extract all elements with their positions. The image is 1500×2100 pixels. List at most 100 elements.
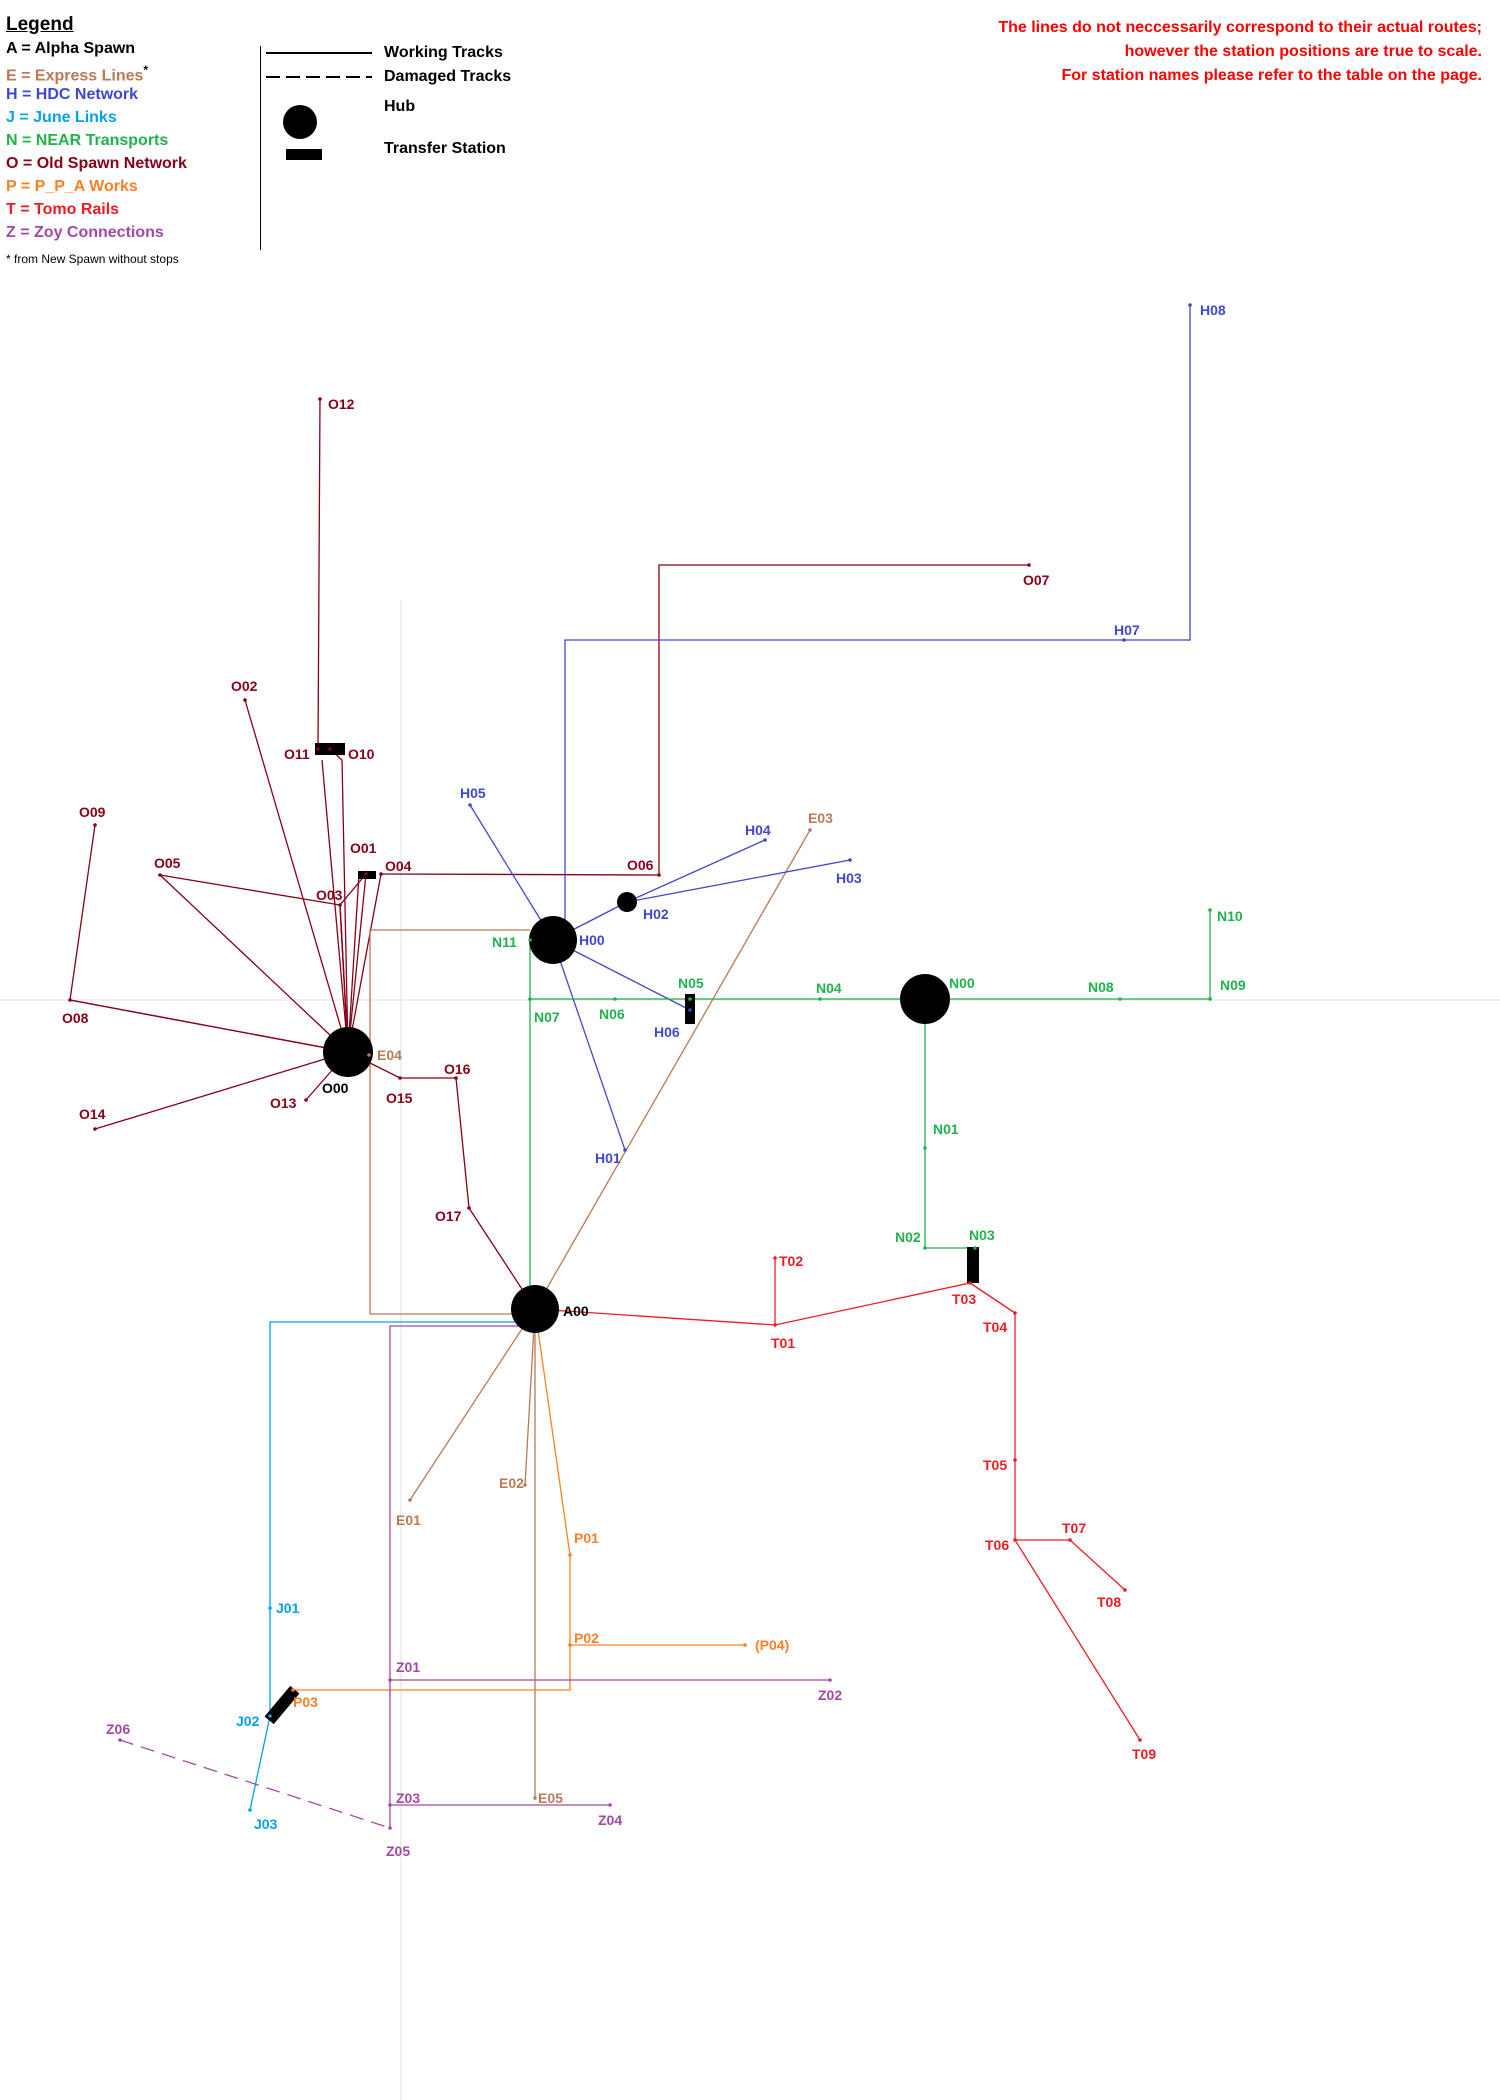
station-label-z05[interactable]: Z05: [386, 1843, 410, 1859]
station-label-t06[interactable]: T06: [985, 1537, 1009, 1553]
station-label-h00[interactable]: H00: [579, 932, 605, 948]
station-dot-t09[interactable]: [1138, 1738, 1142, 1742]
station-label-t02[interactable]: T02: [779, 1253, 803, 1269]
station-dot-h03[interactable]: [848, 858, 852, 862]
station-label-o02[interactable]: O02: [231, 678, 258, 694]
station-dot-o07[interactable]: [1027, 563, 1031, 567]
station-dot-e05[interactable]: [533, 1796, 537, 1800]
hub-a00[interactable]: [511, 1285, 559, 1333]
station-label-n06[interactable]: N06: [599, 1006, 625, 1022]
station-label-j02[interactable]: J02: [236, 1713, 260, 1729]
station-dot-z01[interactable]: [388, 1678, 392, 1682]
transfer-station-j02-p03[interactable]: [264, 1685, 300, 1725]
station-label-n09[interactable]: N09: [1220, 977, 1246, 993]
station-dot-t01[interactable]: [773, 1323, 777, 1327]
station-dot-j01[interactable]: [268, 1606, 272, 1610]
station-dot-p04[interactable]: [743, 1643, 747, 1647]
station-label-n08[interactable]: N08: [1088, 979, 1114, 995]
station-dot-t02[interactable]: [773, 1256, 777, 1260]
station-label-z06[interactable]: Z06: [106, 1721, 130, 1737]
station-label-t03[interactable]: T03: [952, 1291, 976, 1307]
station-label-h07[interactable]: H07: [1114, 622, 1140, 638]
station-dot-h05[interactable]: [468, 803, 472, 807]
station-label-o00[interactable]: O00: [322, 1080, 349, 1096]
station-dot-e02[interactable]: [523, 1483, 527, 1487]
station-dot-n11[interactable]: [528, 938, 532, 942]
station-label-e04[interactable]: E04: [377, 1047, 402, 1063]
station-dot-o09[interactable]: [93, 823, 97, 827]
station-label-p04[interactable]: (P04): [755, 1637, 789, 1653]
station-dot-n03[interactable]: [973, 1246, 977, 1250]
station-dot-n05[interactable]: [688, 997, 692, 1001]
station-dot-n08[interactable]: [1118, 997, 1122, 1001]
station-label-j03[interactable]: J03: [254, 1816, 278, 1832]
station-dot-t04[interactable]: [1013, 1311, 1017, 1315]
station-dot-o11[interactable]: [316, 747, 320, 751]
station-dot-o03[interactable]: [338, 903, 342, 907]
station-label-o17[interactable]: O17: [435, 1208, 462, 1224]
station-label-e05[interactable]: E05: [538, 1790, 563, 1806]
station-label-t04[interactable]: T04: [983, 1319, 1007, 1335]
station-dot-o01[interactable]: [364, 872, 368, 876]
station-label-o05[interactable]: O05: [154, 855, 181, 871]
station-dot-t03[interactable]: [968, 1281, 972, 1285]
station-label-n02[interactable]: N02: [895, 1229, 921, 1245]
station-label-p02[interactable]: P02: [574, 1630, 599, 1646]
station-dot-h07[interactable]: [1122, 638, 1126, 642]
station-dot-z03[interactable]: [388, 1803, 392, 1807]
station-label-n07[interactable]: N07: [534, 1009, 560, 1025]
station-dot-z04[interactable]: [608, 1803, 612, 1807]
station-dot-o02[interactable]: [243, 698, 247, 702]
station-label-e03[interactable]: E03: [808, 810, 833, 826]
station-label-n03[interactable]: N03: [969, 1227, 995, 1243]
station-label-o13[interactable]: O13: [270, 1095, 297, 1111]
station-dot-o15[interactable]: [398, 1076, 402, 1080]
station-label-h06[interactable]: H06: [654, 1024, 680, 1040]
station-label-h04[interactable]: H04: [745, 822, 771, 838]
station-dot-n10[interactable]: [1208, 908, 1212, 912]
station-dot-z06[interactable]: [118, 1738, 122, 1742]
station-label-e01[interactable]: E01: [396, 1512, 421, 1528]
station-dot-o13[interactable]: [304, 1098, 308, 1102]
station-label-o11[interactable]: O11: [284, 746, 310, 762]
station-label-z01[interactable]: Z01: [396, 1659, 420, 1675]
station-label-z03[interactable]: Z03: [396, 1790, 420, 1806]
station-label-n04[interactable]: N04: [816, 980, 842, 996]
station-label-o01[interactable]: O01: [350, 840, 377, 856]
station-dot-n01[interactable]: [923, 1146, 927, 1150]
station-dot-n04[interactable]: [818, 997, 822, 1001]
station-dot-h08[interactable]: [1188, 303, 1192, 307]
station-dot-e03[interactable]: [808, 828, 812, 832]
station-dot-p03[interactable]: [291, 1688, 295, 1692]
station-label-n05[interactable]: N05: [678, 975, 704, 991]
station-dot-j03[interactable]: [248, 1808, 252, 1812]
station-dot-h06[interactable]: [688, 1008, 692, 1012]
station-dot-e04[interactable]: [367, 1053, 371, 1057]
station-dot-o16[interactable]: [454, 1076, 458, 1080]
station-label-e02[interactable]: E02: [499, 1475, 524, 1491]
station-label-o08[interactable]: O08: [62, 1010, 89, 1026]
station-dot-t05[interactable]: [1013, 1458, 1017, 1462]
station-dot-p02[interactable]: [568, 1643, 572, 1647]
station-label-h01[interactable]: H01: [595, 1150, 621, 1166]
station-dot-o05[interactable]: [158, 873, 162, 877]
station-dot-n02[interactable]: [923, 1246, 927, 1250]
station-label-o07[interactable]: O07: [1023, 572, 1050, 588]
station-label-o04[interactable]: O04: [385, 858, 412, 874]
station-dot-t07[interactable]: [1068, 1538, 1072, 1542]
station-label-o12[interactable]: O12: [328, 396, 355, 412]
station-label-z04[interactable]: Z04: [598, 1812, 622, 1828]
station-dot-t08[interactable]: [1123, 1588, 1127, 1592]
station-dot-o12[interactable]: [318, 397, 322, 401]
station-dot-n09[interactable]: [1208, 997, 1212, 1001]
station-dot-o06[interactable]: [657, 873, 661, 877]
station-dot-p01[interactable]: [568, 1553, 572, 1557]
hub-n00[interactable]: [900, 974, 950, 1024]
station-label-t08[interactable]: T08: [1097, 1594, 1121, 1610]
station-dot-z02[interactable]: [828, 1678, 832, 1682]
station-label-n11[interactable]: N11: [492, 934, 517, 950]
station-label-h05[interactable]: H05: [460, 785, 486, 801]
station-label-o10[interactable]: O10: [348, 746, 375, 762]
station-label-p01[interactable]: P01: [574, 1530, 599, 1546]
station-label-o06[interactable]: O06: [627, 857, 654, 873]
